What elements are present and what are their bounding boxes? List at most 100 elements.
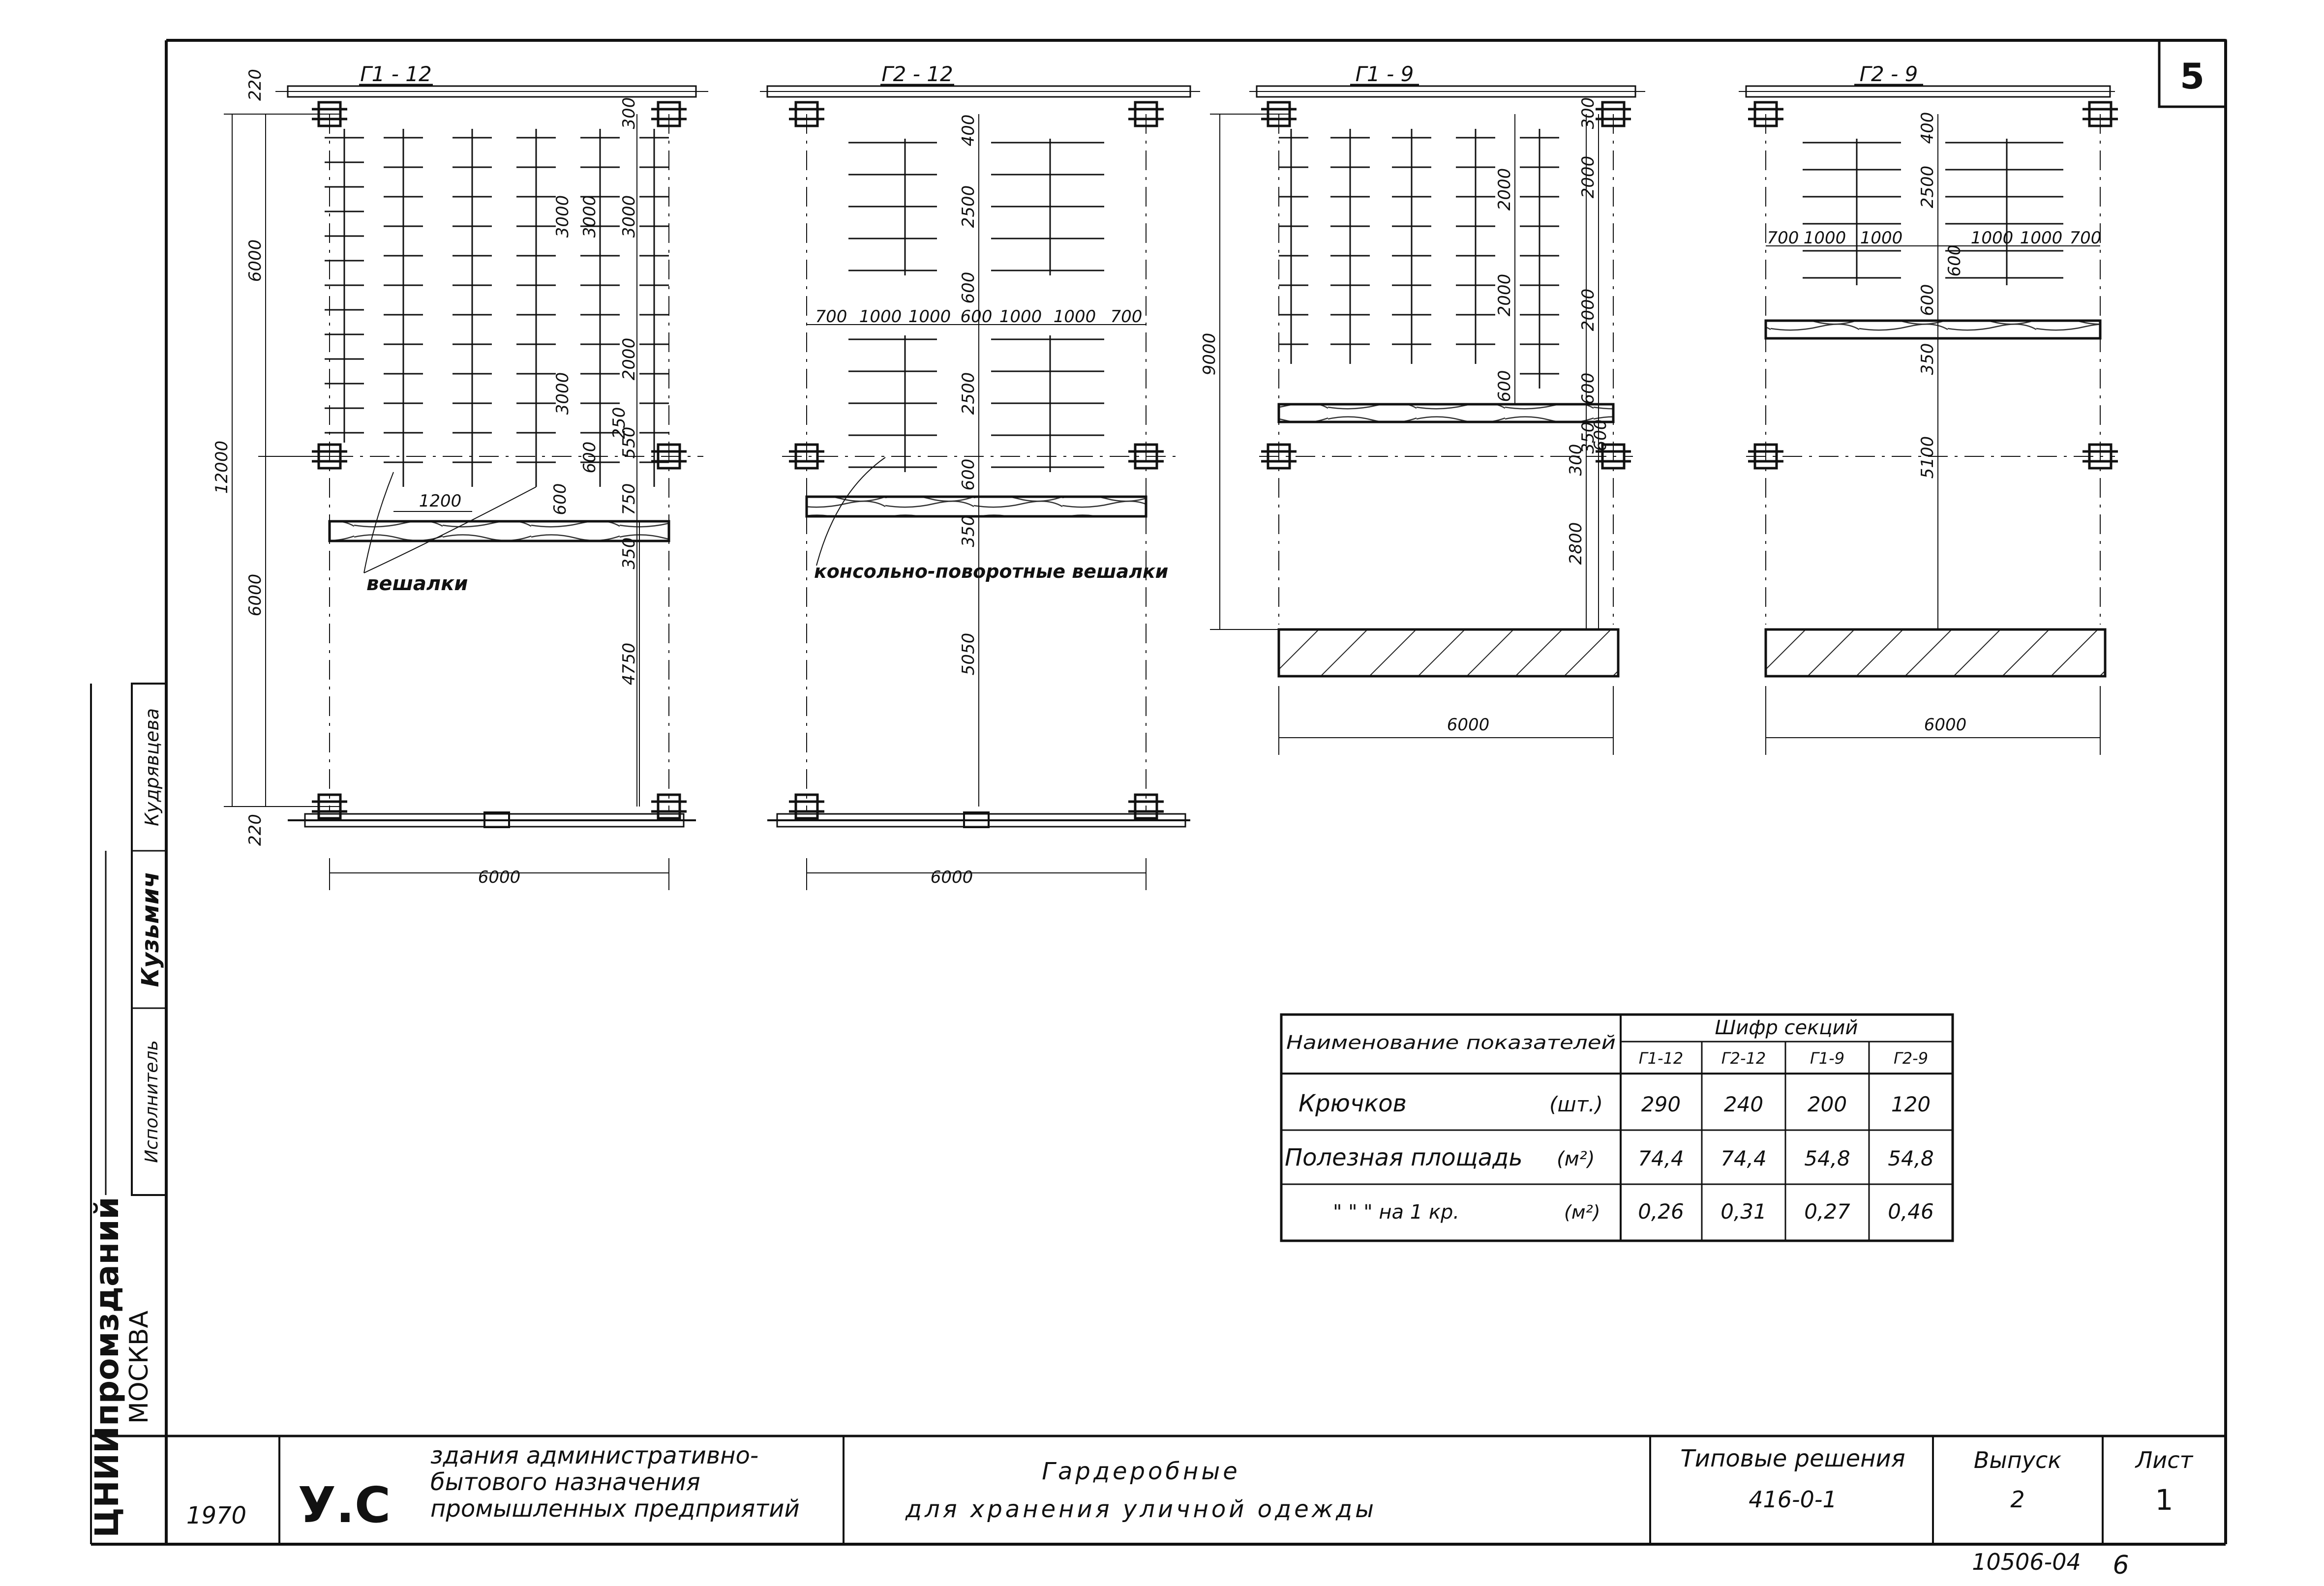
dim-inner-a: 3000 <box>553 195 573 238</box>
dim-row-4: 1000 <box>999 307 1042 327</box>
dim-right-a: 300 <box>619 97 639 129</box>
row-label: Полезная площадь <box>1285 1144 1523 1171</box>
dim-col-e: 600 <box>959 459 978 491</box>
dim-inner-d: 550 <box>619 427 639 459</box>
dim-col-c: 600 <box>959 272 978 304</box>
tb-title-2: для хранения уличной одежды <box>905 1496 1377 1523</box>
dim-col-b: 2500 <box>1918 166 1937 209</box>
dim-inner-b: 2000 <box>1495 274 1514 317</box>
dim-row-2: 1000 <box>1860 228 1903 248</box>
dim-inner-c: 600 <box>580 442 600 474</box>
callout-label: вешалки <box>366 572 468 595</box>
dim-left-total: 9000 <box>1200 333 1219 376</box>
table-row: " " " на 1 кр. (м²) 0,26 0,31 0,27 0,46 <box>1333 1199 1934 1224</box>
dim-right-a: 300 <box>1578 97 1598 129</box>
tb-sheet-value: 1 <box>2155 1483 2173 1517</box>
dim-row-1: 1000 <box>1804 228 1846 248</box>
dim-right-f: 750 <box>619 483 639 515</box>
tb-title-1: Гардеробные <box>1042 1458 1240 1485</box>
table-row: Крючков (шт.) 290 240 200 120 <box>1298 1090 1931 1117</box>
dim-left-total: 12000 <box>212 441 232 494</box>
dim-row-3: 1000 <box>1971 228 2014 248</box>
tb-issue-value: 2 <box>2010 1486 2024 1513</box>
cell-value: 74,4 <box>1720 1146 1767 1170</box>
table-col-g1-12: Г1-12 <box>1639 1049 1683 1068</box>
dim-col-a: 400 <box>1918 112 1937 144</box>
row-unit: (шт.) <box>1549 1092 1603 1116</box>
table-row: Полезная площадь (м²) 74,4 74,4 54,8 54,… <box>1285 1144 1934 1171</box>
dim-col-d: 2500 <box>959 372 978 415</box>
tb-year: 1970 <box>186 1502 246 1529</box>
cell-value: 0,27 <box>1804 1199 1850 1224</box>
stamp-org: ЦНИИпромзданий <box>88 1197 126 1537</box>
dim-right-e: 600 <box>550 483 570 515</box>
dim-left-lower: 6000 <box>245 574 265 617</box>
side-stamp: Исполнитель Кузьмич Кудрявцева ЦНИИпромз… <box>88 683 167 1538</box>
dim-col-e: 350 <box>1918 343 1937 375</box>
tb-issue-label: Выпуск <box>1974 1447 2061 1473</box>
dim-row-5: 1000 <box>1054 307 1096 327</box>
dim-right-d: 600 <box>1578 373 1598 405</box>
dim-row-0: 700 <box>815 307 847 327</box>
dim-left-upper: 6000 <box>245 239 265 282</box>
dim-right-b: 3000 <box>619 195 639 238</box>
dim-bottom-edge: 220 <box>245 814 265 846</box>
stamp-city: МОСКВА <box>124 1310 154 1424</box>
dim-col-a: 400 <box>959 115 978 147</box>
tb-sheet-label: Лист <box>2135 1447 2194 1473</box>
dim-row-3: 600 <box>961 307 993 327</box>
dim-width: 6000 <box>1447 715 1490 735</box>
cell-value: 0,31 <box>1720 1199 1767 1224</box>
sheet-number-box: 5 <box>2158 39 2227 108</box>
table-header-group: Шифр секций <box>1715 1017 1858 1039</box>
cell-value: 200 <box>1808 1092 1847 1116</box>
plan-title: Г2 - 9 <box>1860 62 1918 86</box>
plan-title: Г1 - 12 <box>360 62 431 86</box>
cell-value: 0,46 <box>1888 1199 1934 1224</box>
dim-col-d: 600 <box>1918 284 1937 316</box>
plan-g2-9: Г2 - 9 700 1000 1000 1000 1000 700 400 2… <box>1739 62 2118 755</box>
dim-col-f: 350 <box>959 515 978 547</box>
stamp-name: Кудрявцева <box>141 708 163 826</box>
cell-value: 240 <box>1724 1092 1763 1116</box>
dim-row-6: 700 <box>1111 307 1143 327</box>
table-header-label: Наименование показателей <box>1286 1032 1616 1053</box>
table-col-g2-12: Г2-12 <box>1721 1049 1766 1068</box>
footer-doc-code: 10506-04 <box>1972 1549 2081 1575</box>
dim-inner-e: 250 <box>609 407 629 439</box>
dim-row-0: 700 <box>1767 228 1799 248</box>
dim-right-e: 300 <box>1566 444 1586 476</box>
row-unit: (м²) <box>1557 1148 1595 1170</box>
stamp-signature: Кузьмич <box>137 872 164 988</box>
row-unit: (м²) <box>1564 1201 1600 1223</box>
table-col-g1-9: Г1-9 <box>1810 1049 1844 1068</box>
dim-inner-d: 600 <box>1591 419 1610 451</box>
plan-title: Г1 - 9 <box>1356 62 1414 86</box>
dim-right-g: 2800 <box>1566 522 1586 565</box>
sheet-number: 5 <box>2180 56 2204 97</box>
dim-spacing: 1200 <box>419 491 462 511</box>
dim-right-c: 3000 <box>580 195 600 238</box>
dim-inner-a: 2000 <box>1495 168 1514 211</box>
plan-g1-12: Г1 - 12 220 220 120 <box>212 62 708 890</box>
dim-width: 6000 <box>1924 715 1967 735</box>
cell-value: 74,4 <box>1638 1146 1684 1170</box>
dim-row-1: 1000 <box>859 307 902 327</box>
tb-subject: здания административно-бытового назначен… <box>430 1442 800 1523</box>
plan-title: Г2 - 12 <box>881 62 953 86</box>
tb-series-code: 416-0-1 <box>1749 1486 1837 1513</box>
cell-value: 54,8 <box>1888 1146 1934 1170</box>
dim-col-b: 2500 <box>959 185 978 228</box>
dim-top-edge: 220 <box>245 69 265 101</box>
dim-inner-c: 600 <box>1495 370 1514 402</box>
dim-col-c: 600 <box>1945 245 1964 277</box>
cell-value: 120 <box>1891 1092 1931 1116</box>
footer-page: 6 <box>2113 1551 2129 1580</box>
dim-right-f: 350 <box>1578 422 1598 454</box>
dim-right-h: 4750 <box>619 643 639 686</box>
dim-row-5: 700 <box>2070 228 2102 248</box>
dim-inner-b: 3000 <box>553 372 573 415</box>
title-block: 1970 У.С здания административно-бытового… <box>186 1436 2194 1544</box>
sheet-frame <box>90 39 2227 1546</box>
